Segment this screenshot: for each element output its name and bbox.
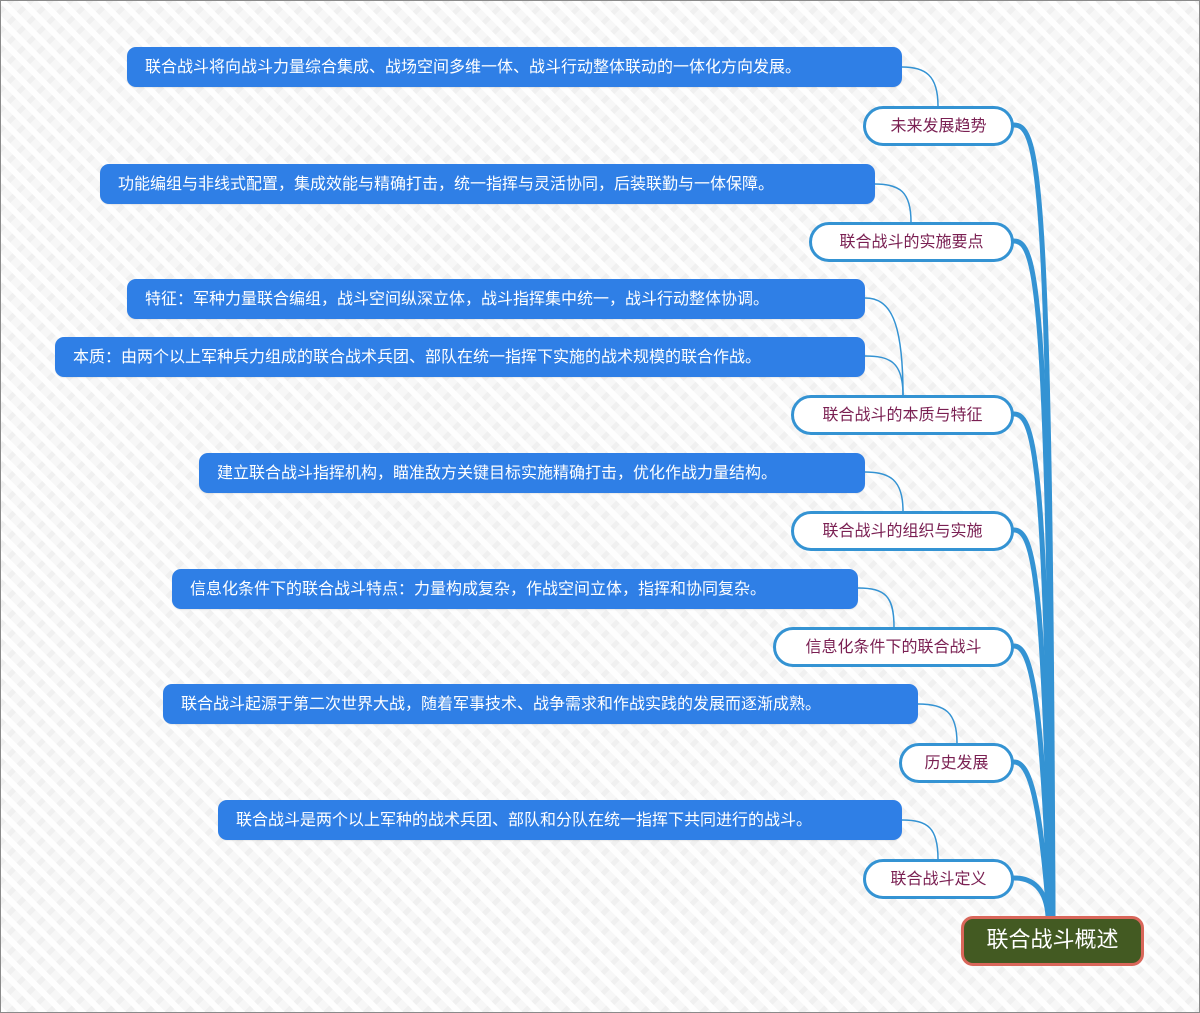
topic-node-essence-features[interactable]: 联合战斗的本质与特征	[791, 395, 1014, 435]
leaf-text: 本质：由两个以上军种兵力组成的联合战术兵团、部队在统一指挥下实施的战术规模的联合…	[73, 347, 762, 366]
topic-label: 联合战斗的组织与实施	[822, 521, 983, 540]
leaf-node-definition[interactable]: 联合战斗是两个以上军种的战术兵团、部队和分队在统一指挥下共同进行的战斗。	[218, 800, 902, 840]
leaf-text: 信息化条件下的联合战斗特点：力量构成复杂，作战空间立体，指挥和协同复杂。	[190, 579, 767, 598]
topic-label: 未来发展趋势	[890, 116, 987, 135]
topic-node-informatized[interactable]: 信息化条件下的联合战斗	[773, 627, 1014, 667]
topic-node-future-trend[interactable]: 未来发展趋势	[863, 106, 1014, 146]
topic-node-key-points[interactable]: 联合战斗的实施要点	[809, 222, 1014, 262]
leaf-node-future-trend[interactable]: 联合战斗将向战斗力量综合集成、战场空间多维一体、战斗行动整体联动的一体化方向发展…	[127, 47, 902, 87]
leaf-text: 联合战斗是两个以上军种的战术兵团、部队和分队在统一指挥下共同进行的战斗。	[236, 810, 813, 829]
leaf-node-history[interactable]: 联合战斗起源于第二次世界大战，随着军事技术、战争需求和作战实践的发展而逐渐成熟。	[163, 684, 918, 724]
leaf-node-organization[interactable]: 建立联合战斗指挥机构，瞄准敌方关键目标实施精确打击，优化作战力量结构。	[199, 453, 865, 493]
topic-node-history[interactable]: 历史发展	[899, 743, 1014, 783]
leaf-node-key-points[interactable]: 功能编组与非线式配置，集成效能与精确打击，统一指挥与灵活协同，后装联勤与一体保障…	[100, 164, 875, 204]
leaf-text: 功能编组与非线式配置，集成效能与精确打击，统一指挥与灵活协同，后装联勤与一体保障…	[118, 174, 775, 193]
leaf-node-informatized[interactable]: 信息化条件下的联合战斗特点：力量构成复杂，作战空间立体，指挥和协同复杂。	[172, 569, 858, 609]
topic-node-organization[interactable]: 联合战斗的组织与实施	[791, 511, 1014, 551]
topic-label: 联合战斗定义	[890, 869, 987, 888]
leaf-node-features[interactable]: 特征：军种力量联合编组，战斗空间纵深立体，战斗指挥集中统一，战斗行动整体协调。	[127, 279, 865, 319]
leaf-text: 联合战斗起源于第二次世界大战，随着军事技术、战争需求和作战实践的发展而逐渐成熟。	[181, 694, 822, 713]
topic-label: 信息化条件下的联合战斗	[805, 637, 982, 656]
topic-label: 联合战斗的实施要点	[839, 232, 984, 251]
leaf-text: 建立联合战斗指挥机构，瞄准敌方关键目标实施精确打击，优化作战力量结构。	[217, 463, 778, 482]
topic-label: 历史发展	[924, 753, 989, 772]
topic-node-definition[interactable]: 联合战斗定义	[863, 859, 1014, 899]
root-label: 联合战斗概述	[986, 928, 1119, 953]
topic-label: 联合战斗的本质与特征	[822, 405, 983, 424]
root-node[interactable]: 联合战斗概述	[961, 916, 1144, 966]
leaf-text: 特征：军种力量联合编组，战斗空间纵深立体，战斗指挥集中统一，战斗行动整体协调。	[145, 289, 770, 308]
leaf-text: 联合战斗将向战斗力量综合集成、战场空间多维一体、战斗行动整体联动的一体化方向发展…	[145, 57, 802, 76]
leaf-node-essence[interactable]: 本质：由两个以上军种兵力组成的联合战术兵团、部队在统一指挥下实施的战术规模的联合…	[55, 337, 865, 377]
